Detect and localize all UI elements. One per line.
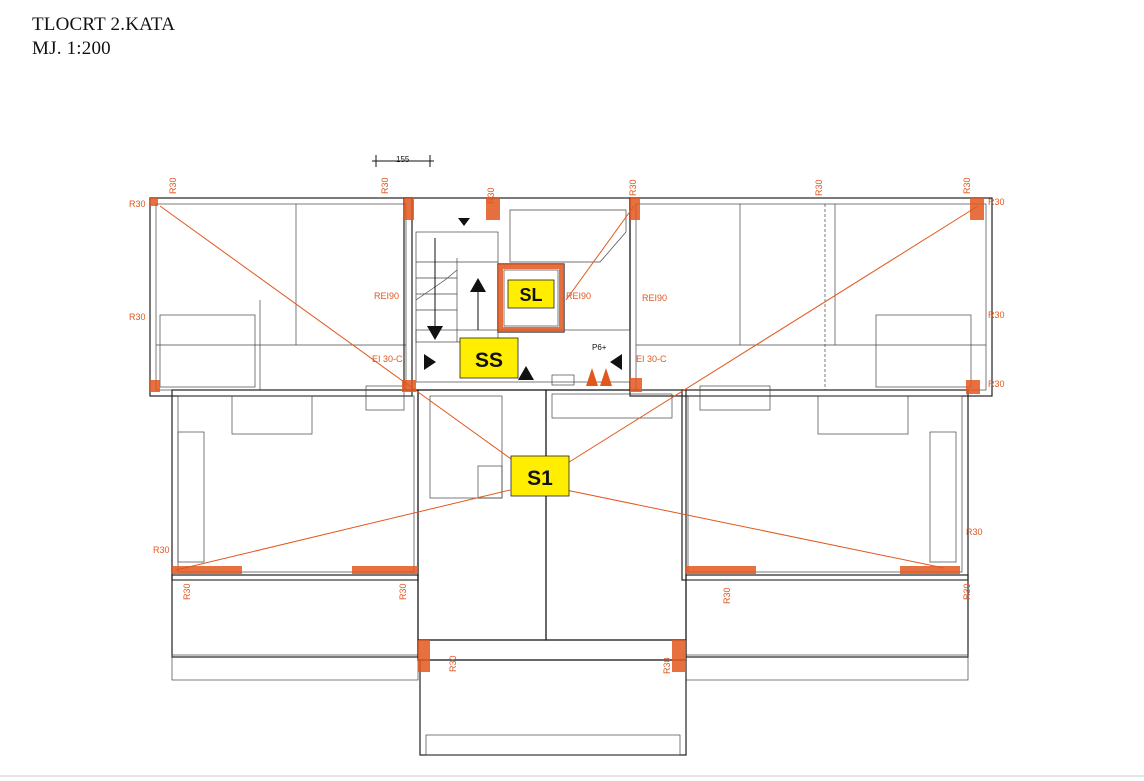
stair-arrows <box>424 218 622 380</box>
r30-label: R30 <box>966 527 983 537</box>
zone-marker-ss: SS <box>459 337 519 379</box>
ei30c-label-right: EI 30-C <box>636 354 667 364</box>
fire-walls <box>150 198 984 672</box>
r30-label: R30 <box>486 187 496 204</box>
r30-label: R30 <box>962 583 972 600</box>
rei90-label-left: REI90 <box>374 291 399 301</box>
r30-label: R30 <box>153 545 170 555</box>
dimension-line: 155 <box>372 155 434 167</box>
r30-label: R30 <box>398 583 408 600</box>
extinguisher-icon <box>551 368 612 386</box>
p6-label: P6+ <box>592 343 607 352</box>
left-wing-walls <box>149 197 419 681</box>
zone-marker-sl: SL <box>507 279 555 309</box>
r30-label: R30 <box>962 177 972 194</box>
wall-rating-labels: REI90 REI90 REI90 P6+ EI 30-C EI 30-C R3… <box>129 177 1005 674</box>
r30-label: R30 <box>814 179 824 196</box>
ei30c-label-left: EI 30-C <box>372 354 403 364</box>
r30-label: R30 <box>662 657 672 674</box>
svg-text:SS: SS <box>475 349 503 372</box>
r30-label: R30 <box>988 197 1005 207</box>
central-core-walls <box>365 197 771 756</box>
r30-label: R30 <box>380 177 390 194</box>
drawing-title: TLOCRT 2.KATA <box>32 14 176 35</box>
r30-label: R30 <box>628 179 638 196</box>
r30-label: R30 <box>129 199 146 209</box>
svg-text:S1: S1 <box>527 467 553 490</box>
zone-marker-s1: S1 <box>510 455 570 497</box>
rei90-label-right: REI90 <box>642 293 667 303</box>
rei90-label-core: REI90 <box>566 291 591 301</box>
svg-text:SL: SL <box>519 285 542 305</box>
r30-label: R30 <box>182 583 192 600</box>
drawing-scale: MJ. 1:200 <box>32 38 111 59</box>
r30-label: R30 <box>988 379 1005 389</box>
escape-route-lines <box>159 205 979 571</box>
r30-label: R30 <box>129 312 146 322</box>
r30-label: R30 <box>168 177 178 194</box>
r30-label: R30 <box>448 655 458 672</box>
r30-label: R30 <box>722 587 732 604</box>
r30-label: R30 <box>988 310 1005 320</box>
dimension-label: 155 <box>396 155 410 164</box>
right-wing-walls <box>629 197 993 681</box>
